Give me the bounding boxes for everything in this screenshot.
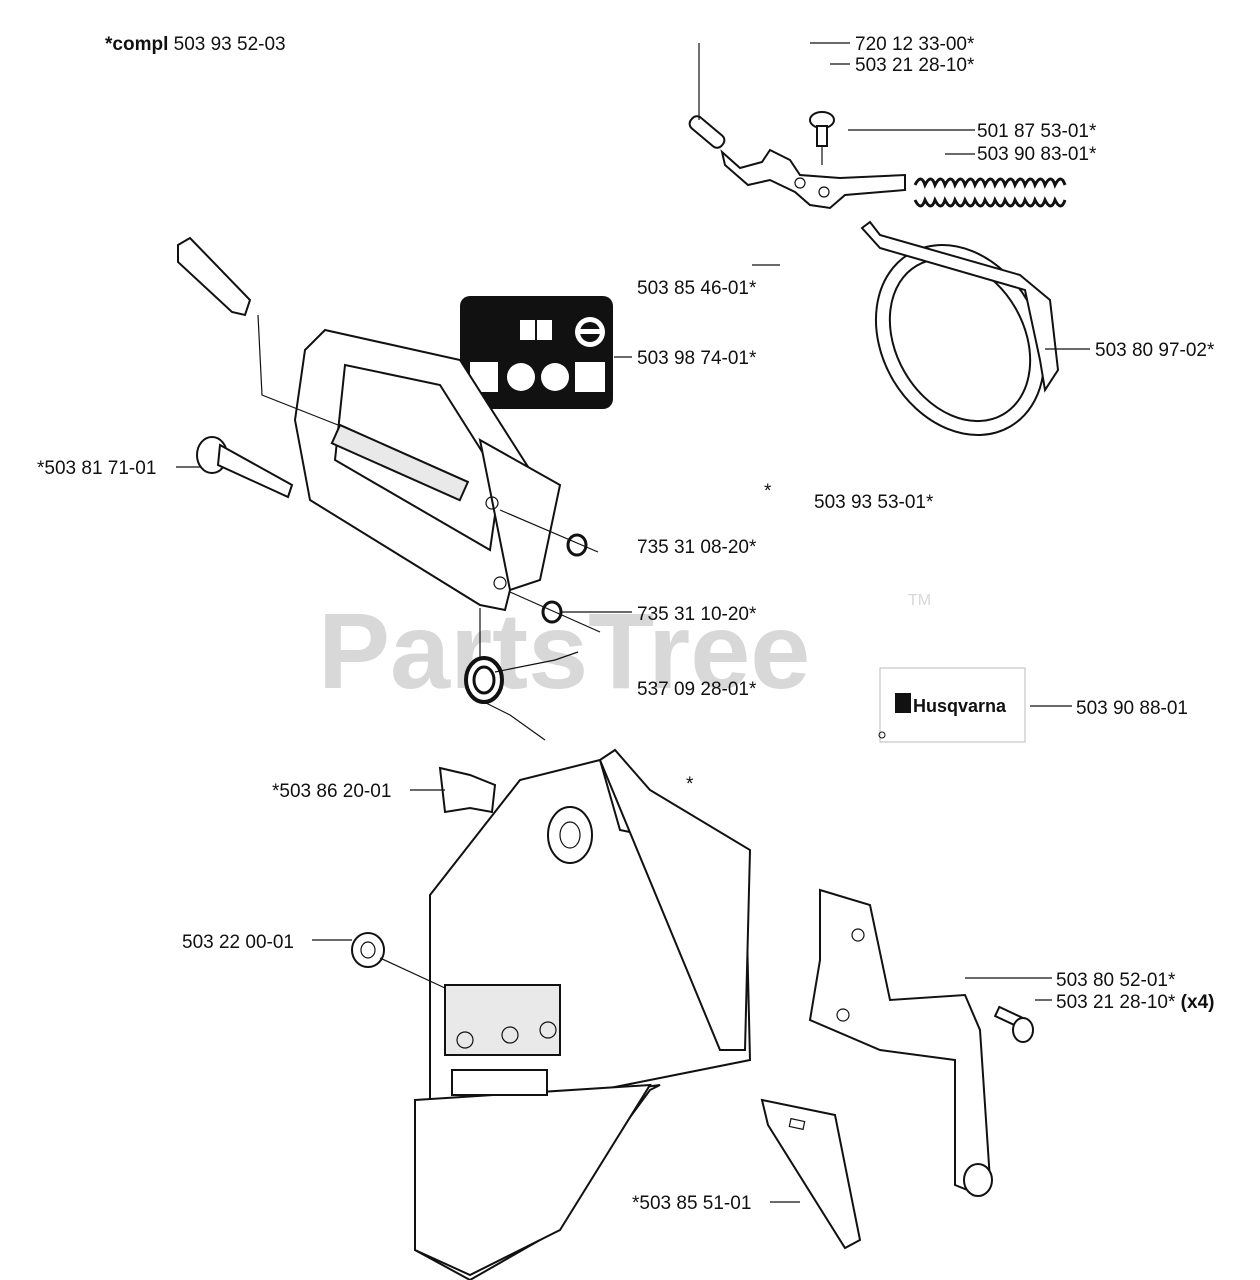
asterisk-note-1: * (764, 481, 772, 502)
husqvarna-brand: Husqvarna (913, 696, 1007, 716)
circlip-1-part (566, 533, 588, 557)
part-label-503-93-53-01: 503 93 53-01* (814, 492, 934, 513)
hand-guard-part (293, 328, 562, 612)
watermark-tm: TM (908, 592, 931, 609)
book-icon (520, 320, 552, 340)
warning-decal-part (460, 296, 613, 409)
part-labels: 720 12 33-00* 503 21 28-10* 501 87 53-01… (37, 34, 1215, 1214)
nut-part (351, 932, 385, 968)
helmet-icon (575, 317, 605, 347)
pin-part (688, 115, 726, 149)
part-label-503-22-00-01: 503 22 00-01 (182, 932, 294, 953)
part-label-501-87-53-01: 501 87 53-01* (977, 121, 1097, 142)
assembly-header: *compl 503 93 52-03 (105, 34, 286, 55)
part-label-503-81-71-01: *503 81 71-01 (37, 458, 156, 479)
bolt-part (177, 236, 252, 317)
brake-lever-part (720, 148, 906, 210)
part-label-503-90-83-01: 503 90 83-01* (977, 144, 1097, 165)
clutch-plate-part (760, 1098, 862, 1250)
part-label-503-85-46-01: 503 85 46-01* (637, 278, 757, 299)
part-label-720-12-33-00: 720 12 33-00* (855, 34, 975, 55)
pivot-bolt-part (196, 436, 294, 499)
torsion-spring-part (464, 651, 579, 741)
husqvarna-logo-icon (895, 693, 911, 713)
header-number: 503 93 52-03 (174, 34, 286, 55)
part-label-735-31-08-20: 735 31 08-20* (637, 537, 757, 558)
part-label-503-86-20-01: *503 86 20-01 (272, 781, 391, 802)
part-label-503-21-28-10-x4: 503 21 28-10* (x4) (1056, 992, 1214, 1013)
part-label-503-80-52-01: 503 80 52-01* (1056, 970, 1176, 991)
asterisk-note-2: * (686, 774, 694, 795)
leader-lines (176, 42, 1090, 1203)
part-label-503-21-28-10: 503 21 28-10* (855, 55, 975, 76)
part-label-503-90-88-01: 503 90 88-01 (1076, 698, 1188, 719)
part-label-735-31-10-20: 735 31 10-20* (637, 604, 757, 625)
part-label-503-80-97-02: 503 80 97-02* (1095, 340, 1215, 361)
clutch-cover-part (413, 748, 752, 1280)
brake-band-part (860, 220, 1060, 436)
part-label-503-85-51-01: *503 85 51-01 (632, 1193, 751, 1214)
warning-pictogram-4-icon (575, 362, 605, 392)
screw-part (809, 111, 835, 147)
warning-pictogram-3-icon (541, 363, 569, 391)
header-prefix: *compl (105, 34, 168, 55)
husqvarna-decal-part: Husqvarna (878, 667, 1026, 743)
side-plate-part (808, 888, 993, 1197)
part-label-537-09-28-01: 537 09 28-01* (637, 679, 757, 700)
spring-part (913, 177, 1067, 208)
warning-pictogram-2-icon (507, 363, 535, 391)
part-label-503-98-74-01: 503 98 74-01* (637, 348, 757, 369)
bushing-part (438, 766, 497, 814)
watermark: PartsTree (318, 590, 810, 711)
screw-x4-part (993, 1005, 1034, 1043)
